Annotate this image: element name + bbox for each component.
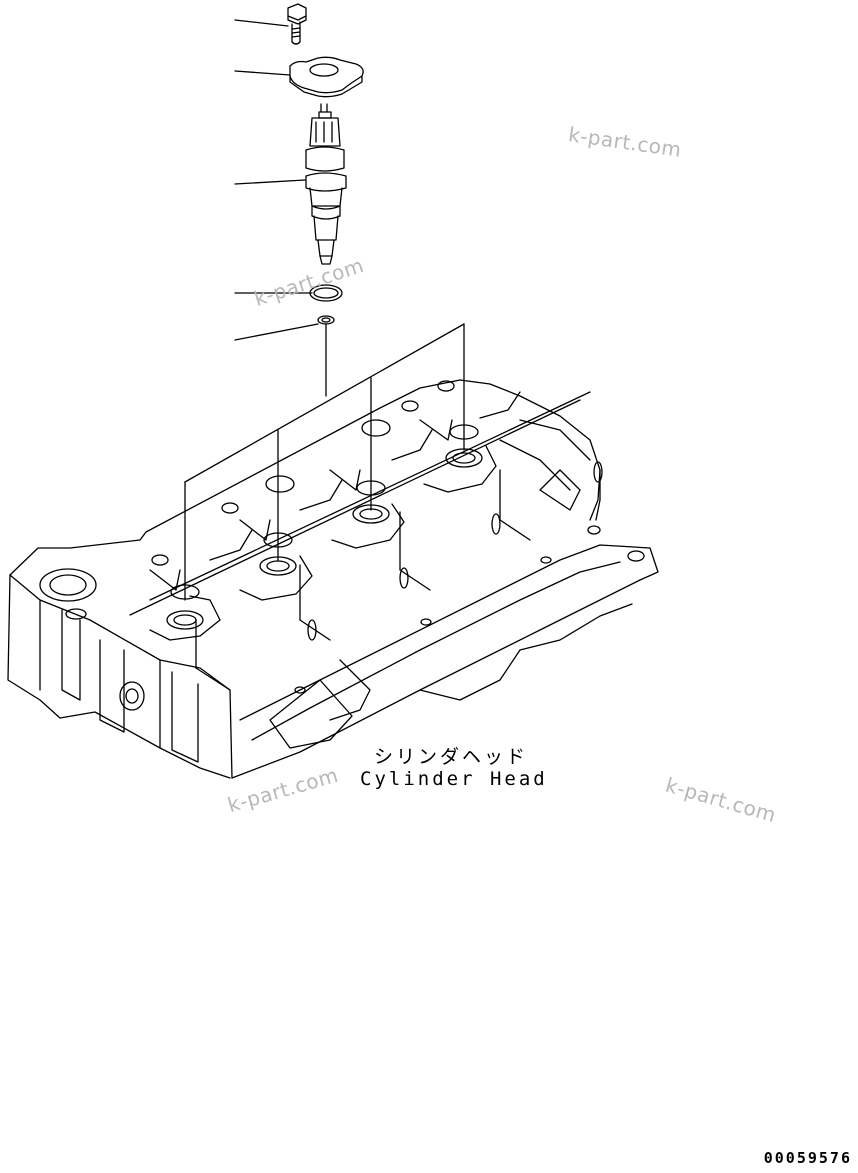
- bore-distribution-lines: [185, 324, 464, 600]
- injector-bores: [167, 425, 482, 629]
- clamp: [290, 57, 363, 96]
- bolt: [288, 4, 306, 44]
- cylinder-head: [8, 380, 658, 778]
- o-ring: [310, 285, 342, 301]
- leader-seal-washer: [235, 324, 318, 340]
- part-number: 00059576: [763, 1149, 852, 1167]
- caption-japanese: シリンダヘッド: [374, 746, 529, 768]
- leader-clamp: [235, 71, 290, 75]
- leader-injector: [235, 180, 305, 184]
- injector: [306, 104, 346, 264]
- caption-english: Cylinder Head: [360, 768, 548, 790]
- leader-bolt: [235, 20, 288, 26]
- leader-lines: [235, 20, 318, 340]
- seal-washer: [318, 316, 334, 324]
